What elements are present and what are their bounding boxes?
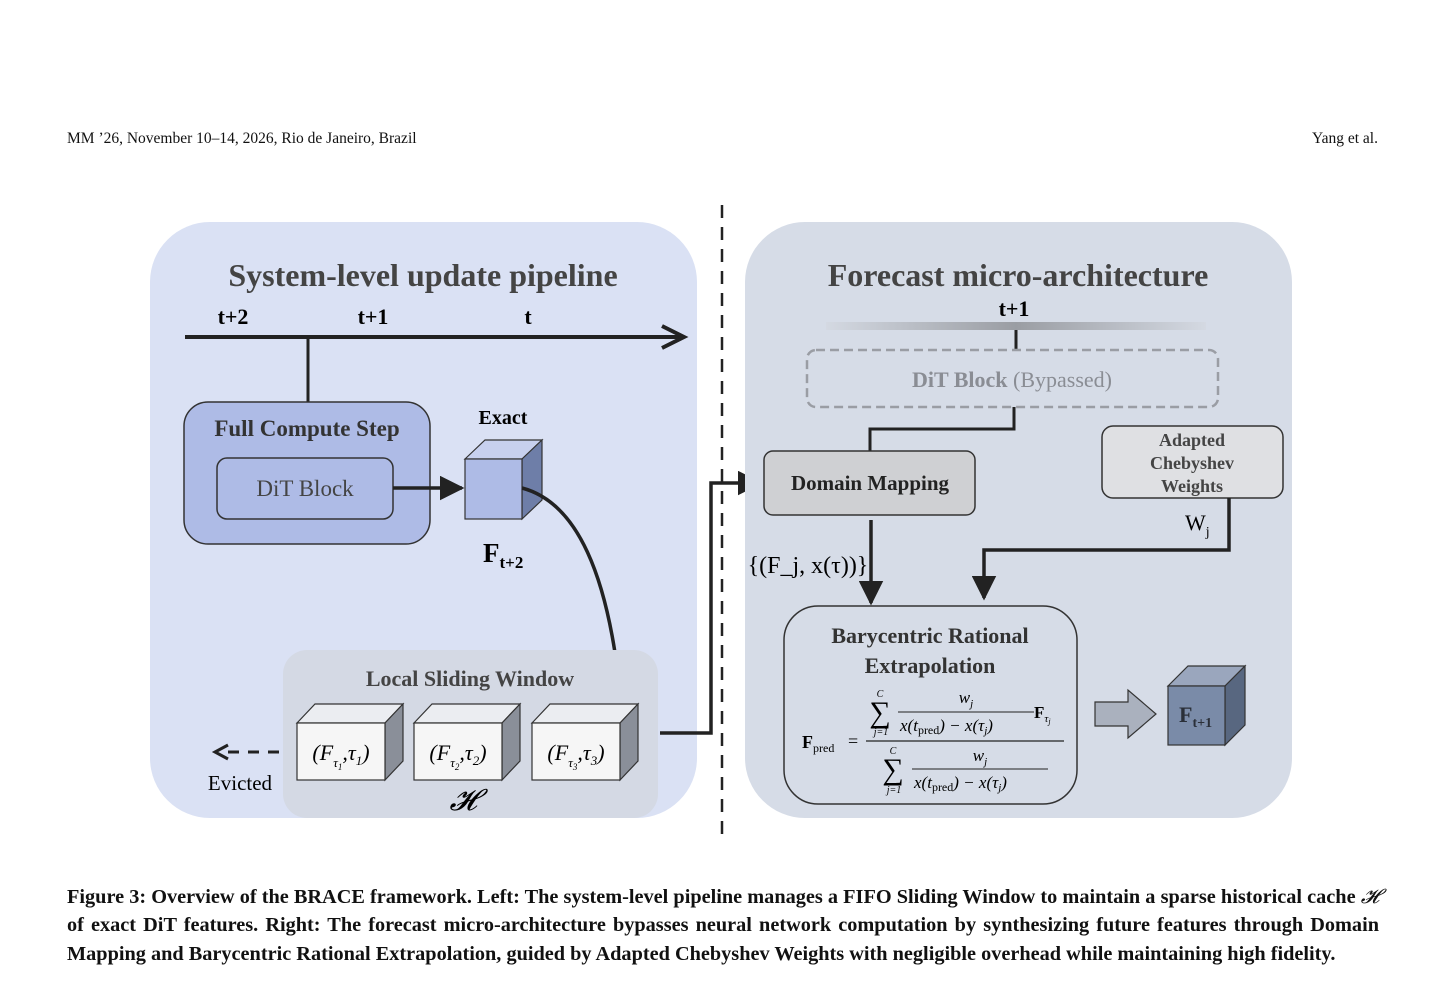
barycentric-title-line-1: Barycentric Rational [831,623,1028,648]
exact-label: Exact [479,407,528,429]
chebyshev-weights-box [1101,425,1284,499]
svg-text:x(tpred) − x(τj): x(tpred) − x(τj) [899,716,993,737]
timeline-label-t2: t+2 [218,304,249,329]
cache-entry-3: (Fτ3,τ3) [530,702,640,782]
chebyshev-line-3: Weights [1161,476,1223,496]
svg-text:wj: wj [959,688,973,710]
chebyshev-line-1: Adapted [1159,430,1225,450]
figure-caption-label: Figure 3: [67,886,147,908]
svg-text:C: C [890,746,897,757]
sliding-window-title: Local Sliding Window [366,666,574,691]
cache-entry-1: (Fτ1,τ1) [295,702,405,782]
figure-caption-text-1: Overview of the BRACE framework. Left: T… [146,886,1361,908]
svg-text:wj: wj [973,746,987,768]
svg-text:x(tpred) − x(τj): x(tpred) − x(τj) [913,773,1007,794]
cache-entry-2: (Fτ2,τ2) [412,702,522,782]
evicted-arrowhead [211,743,229,761]
domain-mapping-label: Domain Mapping [791,471,950,495]
figure-caption-symbol: 𝓗 [1360,884,1379,908]
right-panel [745,222,1292,818]
figure-caption: Figure 3: Overview of the BRACE framewor… [67,882,1379,968]
barycentric-extrapolation-box [783,605,1078,805]
bypassed-dit-label: DiT Block (Bypassed) [912,367,1112,392]
weight-label: Wj [1185,510,1210,540]
right-time-label: t+1 [999,296,1030,321]
full-compute-step-label: Full Compute Step [214,416,399,441]
evicted-label: Evicted [208,771,273,795]
mapping-output-label: {(F_j, x(τ))} [748,553,869,579]
domain-mapping-box [763,450,976,516]
svg-text:C: C [877,689,884,700]
running-header-venue: MM ’26, November 10–14, 2026, Rio de Jan… [67,130,417,147]
svg-text:∑: ∑ [882,753,903,786]
running-header-authors: Yang et al. [1311,130,1378,147]
left-panel-title: System-level update pipeline [228,257,617,293]
dit-to-mapping-line [868,407,1016,451]
right-panel-title: Forecast micro-architecture [828,257,1209,293]
svg-text:j=1: j=1 [885,785,902,796]
brace-framework-figure: System-level update pipeline t+2 t+1 t F… [150,205,1292,835]
svg-text:∑: ∑ [869,696,890,729]
timeline-label-t1: t+1 [358,304,389,329]
timeline-arrowhead [661,324,689,350]
output-block-arrow [1094,688,1157,740]
barycentric-formula: Fpred = C ∑ j=1 wj x(tpred) − x(τj) Fτj … [802,688,1064,796]
svg-text:j=1: j=1 [872,727,889,738]
exact-feature-cube [463,438,544,521]
timeline-label-t: t [524,304,532,329]
right-timeline-bar [826,322,1206,330]
predicted-feature-cube [1166,664,1247,747]
feature-t2-label: Ft+2 [483,538,523,572]
figure-caption-text-2: of exact DiT features. Right: The foreca… [67,914,1379,965]
predicted-feature-label: Ft+1 [1179,702,1212,731]
chebyshev-line-2: Chebyshev [1150,453,1234,473]
svg-text:=: = [848,731,858,751]
cache-to-mapping-connector [660,470,763,735]
weights-to-extrapolation-arrow [971,498,1231,601]
barycentric-title-line-2: Extrapolation [865,653,996,678]
svg-text:Fpred: Fpred [802,732,834,755]
svg-text:Fτj: Fτj [1034,703,1051,726]
bypassed-dit-block [805,348,1220,409]
dit-block-label: DiT Block [256,476,354,501]
